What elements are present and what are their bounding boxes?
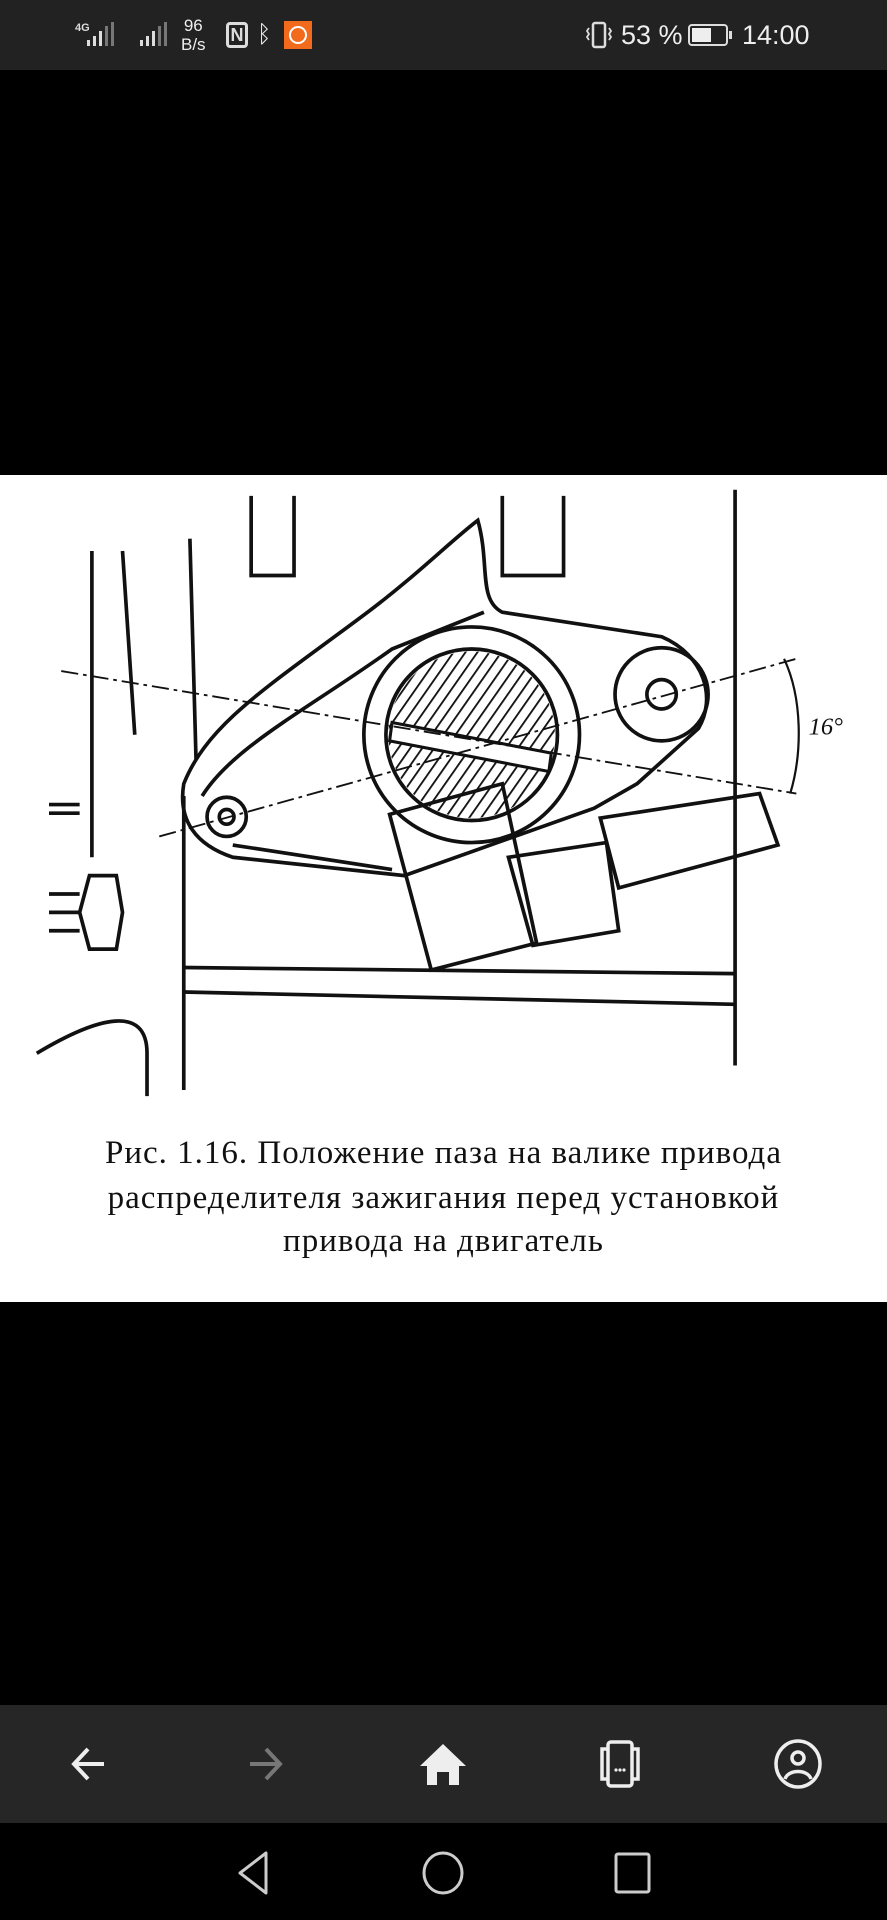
back-arrow-icon[interactable]	[64, 1739, 114, 1789]
mi-app-icon	[284, 21, 312, 49]
system-nav-bar	[0, 1823, 887, 1920]
browser-toolbar	[0, 1705, 887, 1823]
nav-recents-icon[interactable]	[607, 1848, 657, 1898]
forward-arrow-icon[interactable]	[240, 1739, 290, 1789]
caption-line-1: Рис. 1.16. Положение паза на валике прив…	[105, 1135, 782, 1171]
speed-value: 96	[183, 16, 203, 35]
vibrate-icon	[585, 0, 613, 70]
caption-line-3: привода на двигатель	[283, 1223, 604, 1259]
clock: 14:00	[742, 19, 810, 50]
status-bar: 4G 96 B/s N ᛒ 53 % 14:00	[0, 0, 887, 70]
distributor-drive-drawing: 16°	[35, 489, 844, 1097]
caption-line-2: распределителя зажигания перед установко…	[107, 1180, 780, 1216]
battery-icon	[688, 24, 732, 46]
figure-image: 16° Рис. 1.16. Положение паза на валике …	[0, 475, 887, 1302]
speed-unit: B/s	[181, 35, 206, 54]
network-speed: 96 B/s	[181, 0, 206, 70]
signal-icon	[138, 0, 170, 70]
battery-percent: 53 %	[621, 19, 683, 50]
home-icon[interactable]	[418, 1739, 468, 1789]
nav-back-icon[interactable]	[230, 1848, 280, 1898]
bluetooth-icon: ᛒ	[257, 21, 272, 48]
account-icon[interactable]	[773, 1739, 823, 1789]
tabs-icon[interactable]	[595, 1739, 645, 1789]
svg-text:4G: 4G	[75, 22, 90, 34]
signal-4g-icon: 4G	[75, 0, 120, 70]
nfc-icon: N	[226, 22, 248, 48]
nav-home-icon[interactable]	[418, 1848, 468, 1898]
angle-label: 16°	[809, 714, 844, 741]
